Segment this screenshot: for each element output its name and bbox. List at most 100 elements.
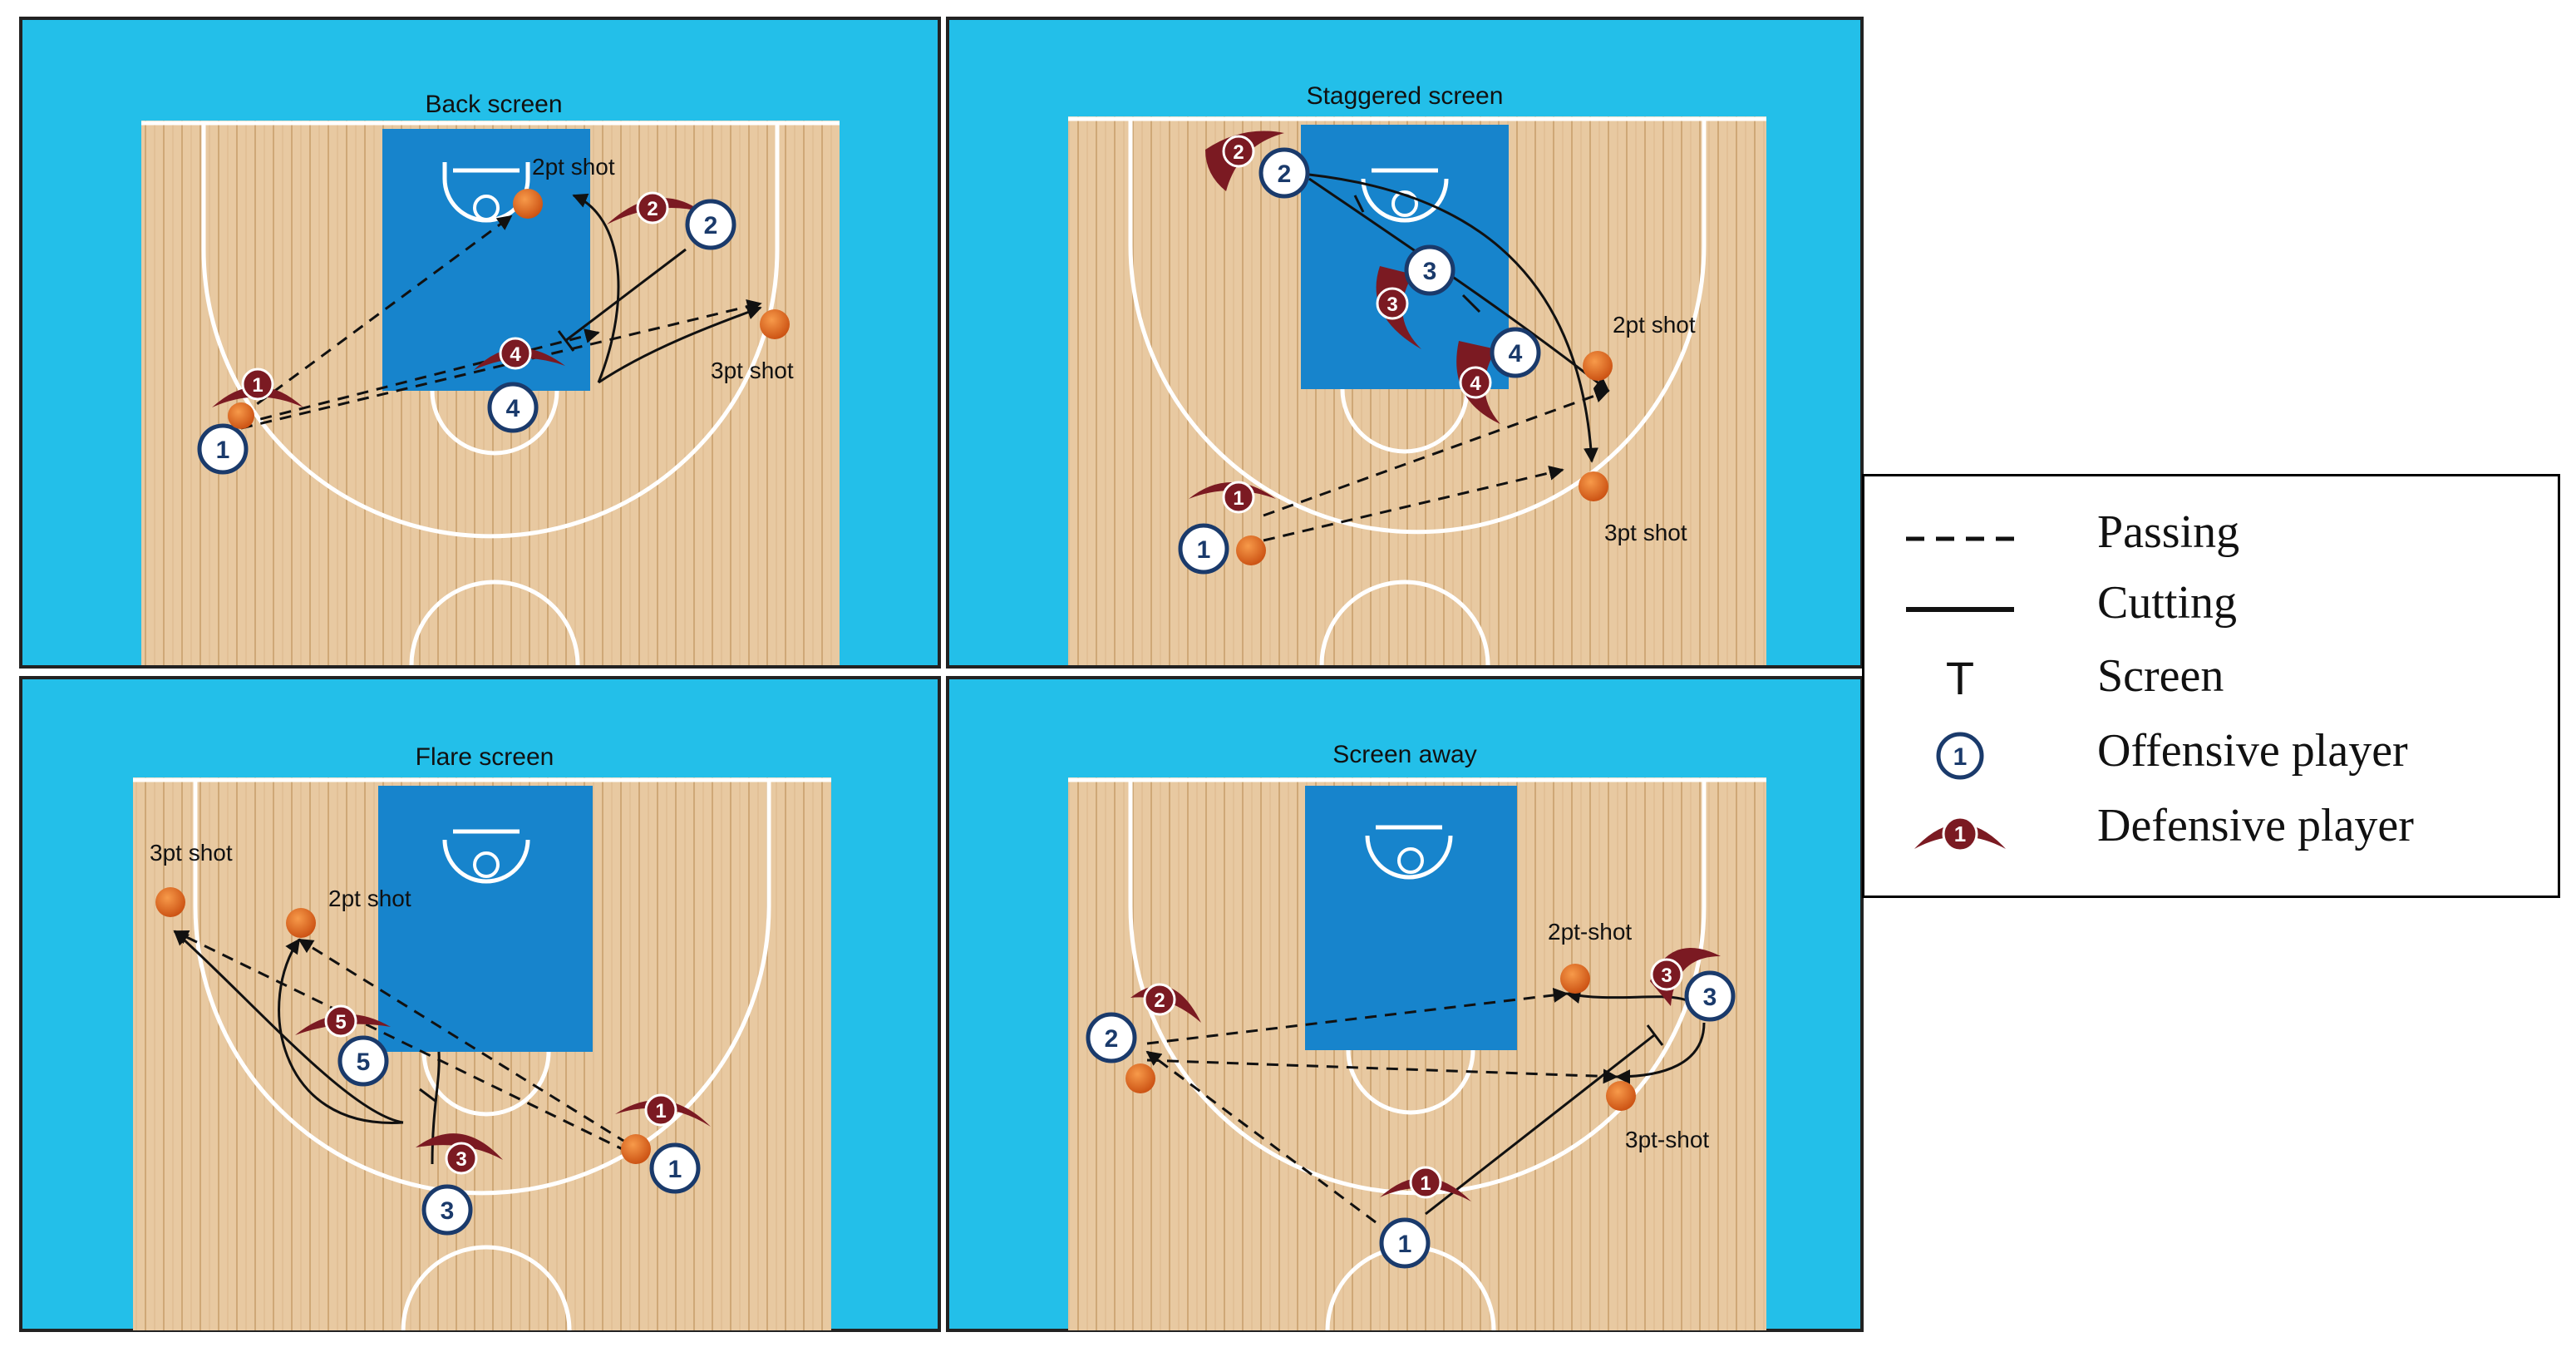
basketball <box>286 908 316 938</box>
shot-label: 2pt shot <box>328 886 411 911</box>
panel-staggered-screen: Staggered screen 2 3 <box>946 17 1864 669</box>
offense-1: 1 <box>197 423 249 475</box>
svg-text:3: 3 <box>1423 258 1437 285</box>
offense-2: 2 <box>1258 147 1310 199</box>
shot-label: 3pt shot <box>150 840 233 866</box>
cut-line <box>278 938 404 1124</box>
shot-label: 3pt shot <box>711 358 794 383</box>
basketball <box>513 189 543 219</box>
court-lines <box>133 777 831 1331</box>
shot-label: 3pt-shot <box>1625 1127 1709 1152</box>
svg-text:1: 1 <box>252 374 263 397</box>
defensive-player-icon: 1 <box>1914 816 2006 852</box>
court-lines <box>1068 116 1766 666</box>
cut-line <box>1425 1034 1655 1216</box>
svg-text:2: 2 <box>1154 989 1165 1012</box>
offense-3: 3 <box>1404 244 1455 296</box>
pass-line <box>1145 1050 1377 1224</box>
panel-title: Flare screen <box>416 743 554 771</box>
svg-text:3: 3 <box>441 1197 455 1225</box>
svg-text:3: 3 <box>1661 965 1672 987</box>
routes <box>240 193 762 430</box>
defender-1: 1 <box>1189 481 1276 514</box>
svg-text:4: 4 <box>506 395 520 422</box>
pass-line <box>298 938 628 1145</box>
routes <box>1263 173 1610 542</box>
defender-1: 1 <box>212 368 303 407</box>
svg-text:1: 1 <box>655 1100 666 1122</box>
paint-area <box>378 786 593 1052</box>
cut-line <box>1308 173 1598 463</box>
offense-2: 2 <box>1086 1012 1137 1063</box>
defender-5: 5 <box>295 1004 391 1038</box>
svg-text:1: 1 <box>668 1156 682 1183</box>
defender-1: 1 <box>615 1093 711 1127</box>
panel-title: Screen away <box>1332 741 1476 768</box>
screen-bar <box>557 330 575 352</box>
defender-2: 2 <box>1205 131 1284 191</box>
svg-text:1: 1 <box>216 437 230 464</box>
svg-text:1: 1 <box>1398 1231 1412 1258</box>
defender-3: 3 <box>416 1133 503 1175</box>
cut-line <box>1615 1022 1706 1084</box>
shot-label: 3pt shot <box>1604 520 1687 545</box>
svg-text:3: 3 <box>1387 294 1397 316</box>
legend-row-defense: 1 Defensive player <box>1864 799 2558 874</box>
svg-text:4: 4 <box>510 343 521 366</box>
svg-text:1: 1 <box>1197 536 1211 564</box>
hoop <box>473 195 500 221</box>
solid-line-icon <box>1906 607 2014 612</box>
cut-line <box>564 248 687 343</box>
offense-4: 4 <box>1490 327 1541 378</box>
svg-text:1: 1 <box>1420 1172 1431 1195</box>
basketball <box>1579 471 1608 501</box>
dashed-line-icon <box>1906 536 2014 541</box>
legend-label-defense: Defensive player <box>2097 800 2414 851</box>
cut-line <box>572 193 620 383</box>
hoop <box>1391 190 1418 217</box>
panel-title: Back screen <box>425 91 562 118</box>
screen-bar <box>1461 294 1481 313</box>
offense-5: 5 <box>337 1035 389 1087</box>
defender-3: 3 <box>1376 266 1421 349</box>
offense-1: 1 <box>1379 1217 1431 1269</box>
panel-flare-screen: Flare screen 5 3 <box>19 676 941 1332</box>
defender-4: 4 <box>1456 341 1500 424</box>
offense-1: 1 <box>1178 523 1229 575</box>
offensive-player-icon: 1 <box>1936 732 1984 780</box>
pass-line <box>240 299 762 430</box>
basketball <box>1236 535 1266 565</box>
basketball <box>1606 1081 1636 1111</box>
screen-bar <box>419 1088 437 1103</box>
pass-line <box>1146 987 1569 1045</box>
shot-label: 2pt-shot <box>1548 919 1632 945</box>
legend-label-offense: Offensive player <box>2097 725 2408 777</box>
svg-text:2: 2 <box>1105 1025 1119 1053</box>
screen-t-icon: T <box>1945 652 1975 704</box>
svg-text:2: 2 <box>1278 160 1292 188</box>
legend-row-passing: Passing <box>1864 506 2558 580</box>
svg-text:4: 4 <box>1509 340 1523 368</box>
legend-label-screen: Screen <box>2097 650 2224 702</box>
defender-1: 1 <box>1380 1166 1471 1201</box>
cut-line <box>431 1051 441 1165</box>
svg-text:3: 3 <box>1703 984 1717 1011</box>
defensive-player-number: 1 <box>1954 822 1966 846</box>
offense-2: 2 <box>685 199 736 250</box>
basketball <box>1560 964 1590 994</box>
basketball <box>228 402 254 429</box>
svg-text:1: 1 <box>1233 487 1244 510</box>
hoop <box>473 851 500 878</box>
basketball <box>1583 351 1613 381</box>
legend: Passing Cutting T Screen 1 Offensive pla… <box>1862 474 2560 898</box>
offense-3: 3 <box>421 1184 473 1236</box>
shot-label: 2pt shot <box>532 154 615 180</box>
shot-label: 2pt shot <box>1613 312 1696 338</box>
pass-line <box>240 328 600 426</box>
offense-3: 3 <box>1684 970 1736 1022</box>
pass-line <box>1263 465 1564 542</box>
legend-label-cutting: Cutting <box>2097 577 2238 629</box>
offensive-player-number: 1 <box>1953 743 1968 771</box>
cut-line <box>598 305 762 384</box>
